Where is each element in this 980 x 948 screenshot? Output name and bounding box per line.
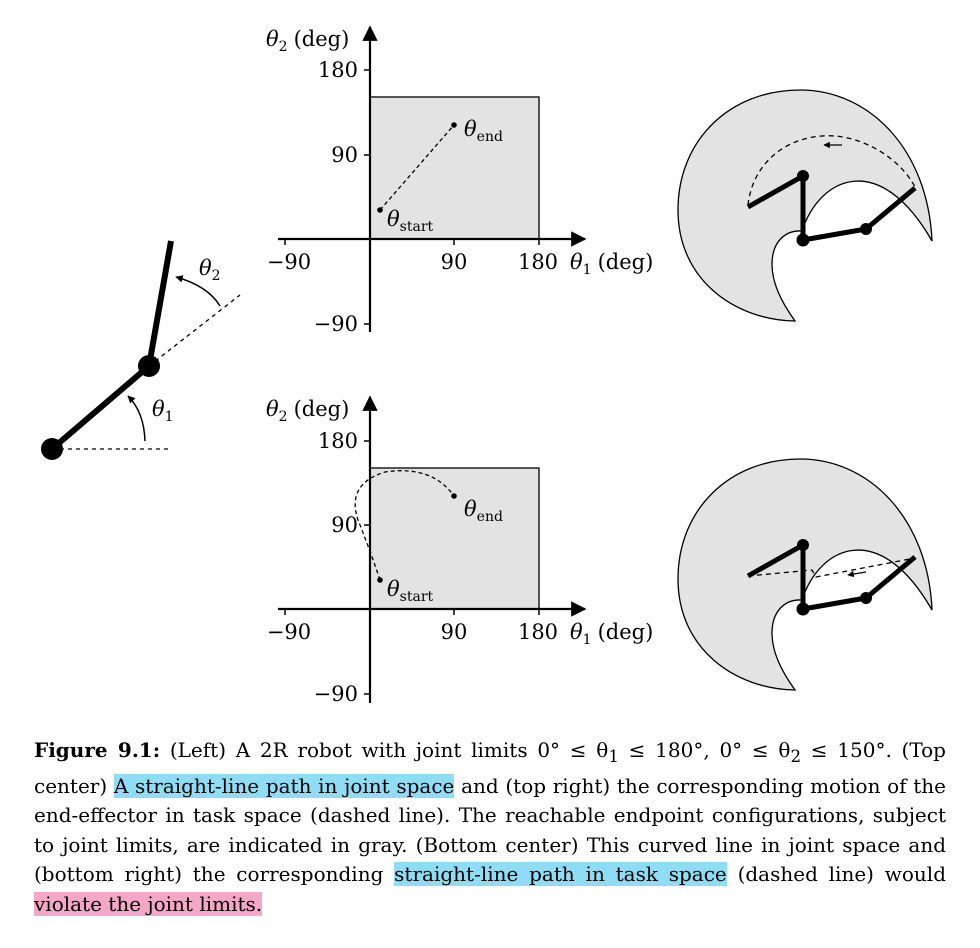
caption-subscript-1: 1	[608, 747, 619, 766]
robot-link-1	[50, 363, 151, 452]
theta1-arc-arrow	[127, 395, 146, 442]
y-axis-title: θ2(deg)	[266, 397, 349, 425]
y-axis-title: θ2(deg)	[266, 27, 349, 55]
start-label: θstart	[387, 577, 434, 605]
y-tick-label-neg90: −90	[314, 682, 358, 706]
highlight-violate-limits: violate the joint limits.	[34, 891, 263, 916]
curved-joint-path	[354, 470, 455, 581]
top-task-space-diagram	[677, 89, 933, 322]
figure-9-1: θ1 θ2 180 90 −90 −90 90 180 θ2(deg) θ1(d…	[41, 25, 933, 706]
start-label: θstart	[387, 207, 434, 235]
theta2-label: θ2	[199, 256, 221, 284]
caption-text-4: and (top right) the corresponding motion…	[34, 773, 947, 887]
caption-subscript-2: 2	[790, 747, 802, 766]
highlight-joint-space-path: A straight-line path in joint space	[113, 773, 455, 798]
bottom-task-space-diagram	[677, 458, 933, 691]
robot-link-2	[146, 240, 174, 367]
top-joint-space-plot: 180 90 −90 −90 90 180 θ2(deg) θ1(deg) θs…	[266, 25, 653, 336]
joint-limit-region	[369, 467, 540, 610]
left-robot-diagram: θ1 θ2	[41, 240, 241, 460]
robot-elbow-joint-end	[797, 539, 809, 551]
theta1-label: θ1	[152, 397, 174, 425]
caption-text-1: (Left) A 2R robot with joint limits 0° ≤…	[160, 738, 609, 762]
figure-label: Figure 9.1:	[34, 738, 161, 762]
elbow-joint	[138, 355, 160, 377]
x-tick-label-180: 180	[518, 620, 558, 644]
x-axis-title: θ1(deg)	[570, 250, 653, 278]
link2-extension-dashed-line	[148, 294, 241, 367]
end-label: θend	[464, 117, 503, 145]
x-tick-label-180: 180	[518, 250, 558, 274]
motion-arrow	[847, 570, 867, 578]
robot-base-joint	[796, 602, 810, 616]
straight-joint-path	[379, 124, 455, 211]
end-label: θend	[464, 497, 503, 525]
y-tick-label-90: 90	[331, 143, 358, 167]
y-tick-label-180: 180	[318, 429, 358, 453]
end-effector-path	[747, 135, 916, 206]
start-point	[377, 577, 383, 583]
highlight-task-space-path: straight-line path in task space	[394, 862, 727, 886]
theta2-arc-arrow	[175, 275, 221, 307]
robot-elbow-joint-start	[860, 223, 872, 235]
x-axis-title: θ1(deg)	[570, 620, 653, 648]
base-joint	[41, 438, 63, 460]
joint-limit-region	[369, 96, 540, 240]
start-point	[377, 207, 383, 213]
bottom-joint-space-plot: 180 90 −90 −90 90 180 θ2(deg) θ1(deg) θs…	[266, 395, 653, 706]
x-tick-label-90: 90	[441, 250, 468, 274]
y-tick-label-90: 90	[331, 513, 358, 537]
robot-elbow-joint-start	[860, 592, 872, 604]
robot-base-joint	[796, 233, 810, 247]
robot-elbow-joint-end	[797, 170, 809, 182]
end-point	[451, 493, 457, 499]
y-tick-label-neg90: −90	[314, 312, 358, 336]
y-tick-label-180: 180	[318, 58, 358, 82]
end-point	[451, 122, 457, 128]
caption-text-5: (dashed line) would	[726, 862, 946, 886]
x-tick-label-neg90: −90	[267, 250, 311, 274]
caption-text-2: ≤ 180°, 0° ≤ θ	[618, 738, 791, 762]
figure-caption: Figure 9.1: (Left) A 2R robot with joint…	[34, 736, 946, 919]
caption-text-3: ≤ 150°. (Top center)	[34, 738, 946, 798]
x-tick-label-neg90: −90	[267, 620, 311, 644]
x-tick-label-90: 90	[441, 620, 468, 644]
